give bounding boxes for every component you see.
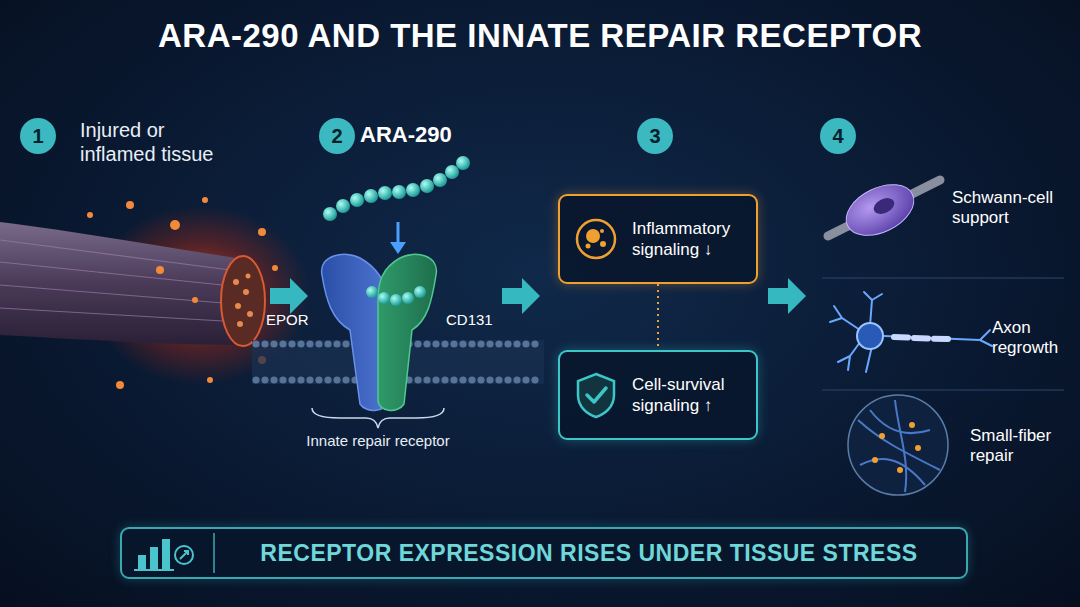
schwann-cell — [828, 174, 940, 245]
callout-number: 2 — [319, 118, 355, 154]
outcome-label: Small-fiber repair — [970, 426, 1070, 467]
receptor-label: Innate repair receptor — [288, 432, 468, 450]
node-text: Inflammatory signaling ↓ — [632, 218, 746, 261]
icon — [574, 371, 618, 419]
outcome-label: Schwann-cell support — [952, 188, 1067, 229]
callout-number: 1 — [20, 118, 56, 154]
signal-box: Cell-survival signaling ↑ — [558, 350, 758, 440]
stage-label: Injured or inflamed tissue — [80, 118, 245, 166]
neuron — [830, 292, 992, 372]
node-text: RECEPTOR EXPRESSION RISES UNDER TISSUE S… — [226, 540, 952, 567]
dotted-connector — [657, 284, 659, 350]
signal-box: Inflammatory signaling ↓ — [558, 194, 758, 284]
callout-number: 3 — [637, 118, 673, 154]
callout-number: 4 — [820, 118, 856, 154]
peptide-chain — [323, 156, 470, 221]
receptor-dimer — [312, 198, 444, 428]
icon — [574, 217, 618, 261]
outcome-label: Axon regrowth — [992, 318, 1072, 359]
small-fiber-inset — [848, 395, 948, 495]
peptide-name: ARA-290 — [360, 122, 452, 148]
node-text: Cell-survival signaling ↑ — [632, 374, 746, 417]
diagram-title: ARA-290 AND THE INNATE REPAIR RECEPTOR — [0, 16, 1080, 56]
receptor-subunit: EPOR — [266, 311, 309, 329]
icon — [122, 529, 218, 577]
receptor-subunit: CD131 — [446, 311, 493, 329]
summary-banner: RECEPTOR EXPRESSION RISES UNDER TISSUE S… — [120, 527, 968, 579]
